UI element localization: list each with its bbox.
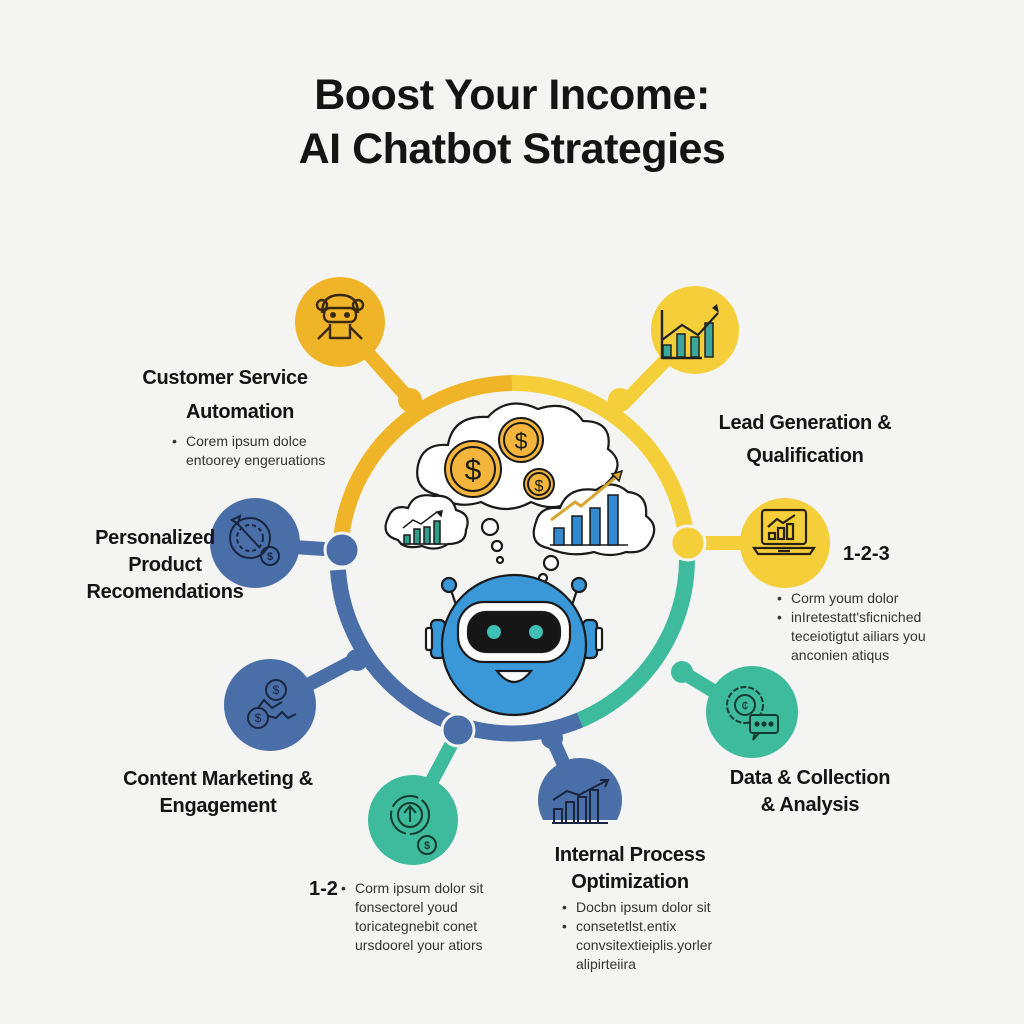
bullet-item: consetetlst.entix [562,917,712,936]
label-internal-process-line-1: Internal Process [554,844,706,866]
label-lead-generation-line-1: Lead Generation & [718,412,892,434]
robot-screen [466,610,562,654]
label-customer-service: Customer Service Automation [125,365,325,426]
label-customer-service-line-2: Automation [185,401,295,423]
robot-eye-left [487,625,501,639]
dollar-network-icon: $ $ [247,679,297,729]
coins-dollar-icon: $ $ $ [444,417,555,500]
ring-segment-orange [332,375,513,554]
ring-segment-teal [576,559,695,728]
svg-text:$: $ [465,454,482,487]
joint-step-12 [440,712,476,748]
label-step-number: 1-2 [309,878,338,900]
svg-text:$: $ [267,551,273,563]
label-upsell-number: 1-2-3 [843,543,890,565]
label-internal-process-line-2: Optimization [571,871,689,893]
svg-text:$: $ [515,428,528,454]
label-content-marketing: Content Marketing & Engagement [98,766,338,820]
svg-text:¢: ¢ [741,698,748,713]
node-personalized[interactable]: $ [210,498,300,588]
node-upsell-123[interactable] [740,498,830,588]
small-bar-chart-up-icon [400,510,448,545]
svg-text:$: $ [535,478,544,495]
laptop-chart-icon [751,508,817,556]
bullets-customer-service: Corem ipsum dolce entoorey engeruations [172,432,325,470]
bullet-item: convsitextieiplis.yorler [576,937,713,953]
bullet-item: fonsectorel youd [355,899,458,915]
bullet-item: Docbn ipsum dolor sit [562,898,712,917]
bullet-item: Corem ipsum dolce [172,432,325,451]
node-lead-generation[interactable] [651,286,739,374]
bullet-item: anconien atiqus [791,647,890,663]
label-data-collection-line-2: & Analysis [760,794,860,816]
node-step-12[interactable]: $ [368,775,458,865]
bar-chart-up-icon [552,779,610,824]
label-lead-generation: Lead Generation & Qualification [705,410,905,470]
robot-eye-right [529,625,543,639]
label-lead-generation-line-2: Qualification [746,445,864,467]
joint-customer-service [398,388,422,412]
svg-text:$: $ [424,840,430,852]
label-personalized-line-3: Recomendations [86,581,244,603]
growth-chart-icon [660,304,719,360]
bullet-item: ursdoorel your atiors [355,937,483,953]
label-personalized-line-1: Personalized [95,527,215,549]
joint-data-collection [671,661,693,683]
bullet-item: Corm youm dolor [777,589,926,608]
robot-mouth [494,669,534,684]
joint-lead-generation [608,388,632,412]
bullet-item: toricategnebit conet [355,918,478,934]
joint-content-marketing [346,649,368,671]
label-customer-service-line-1: Customer Service [142,367,308,389]
robot-assistant-icon [315,293,365,340]
robot-thinking-money-icon [424,573,604,717]
node-data-collection[interactable]: ¢ [706,666,798,758]
bullet-item: inIretestatt'sficniched [777,608,926,627]
node-content-marketing[interactable]: $ $ [224,659,316,751]
ring-segment-yellow [511,374,695,546]
growth-cycle-dollar-icon: $ [390,795,437,855]
label-content-marketing-line-2: Engagement [159,795,277,817]
bullets-upsell-123: Corm youm dolor inIretestatt'sficniched … [777,589,926,665]
target-dollar-icon: $ [229,514,280,566]
bullet-item: teceiotigtut ailiars you [791,628,926,644]
node-internal-process[interactable] [530,758,630,850]
label-personalized: Personalized Product Recomendations [55,525,275,606]
joint-internal-process [541,727,563,749]
svg-text:$: $ [255,711,262,725]
title-line-1: Boost Your Income: [314,71,710,119]
label-internal-process: Internal Process Optimization [520,842,740,896]
bullets-internal-process: Docbn ipsum dolor sit consetetlst.entix … [562,898,712,974]
label-data-collection: Data & Collection & Analysis [710,765,910,819]
node-customer-service[interactable] [295,277,385,367]
joint-upsell [669,524,707,562]
joint-personalized [323,531,361,569]
label-content-marketing-line-1: Content Marketing & [123,768,313,790]
label-data-collection-line-1: Data & Collection [729,767,891,789]
title-line-2: AI Chatbot Strategies [298,125,726,173]
bullet-item: Corm ipsum dolor sit [341,879,483,898]
ring-segment-blue [330,569,584,742]
dial-chat-icon: ¢ [726,686,779,741]
label-personalized-line-2: Product [128,554,202,576]
bullets-step-12: Corm ipsum dolor sit fonsectorel youd to… [341,879,483,955]
bullet-item: entoorey engeruations [186,452,326,468]
page-title: Boost Your Income: AI Chatbot Strategies [0,68,1024,176]
large-bar-chart-up-icon [550,469,628,546]
svg-text:$: $ [273,683,280,697]
bullet-item: alipirteiira [576,956,636,972]
